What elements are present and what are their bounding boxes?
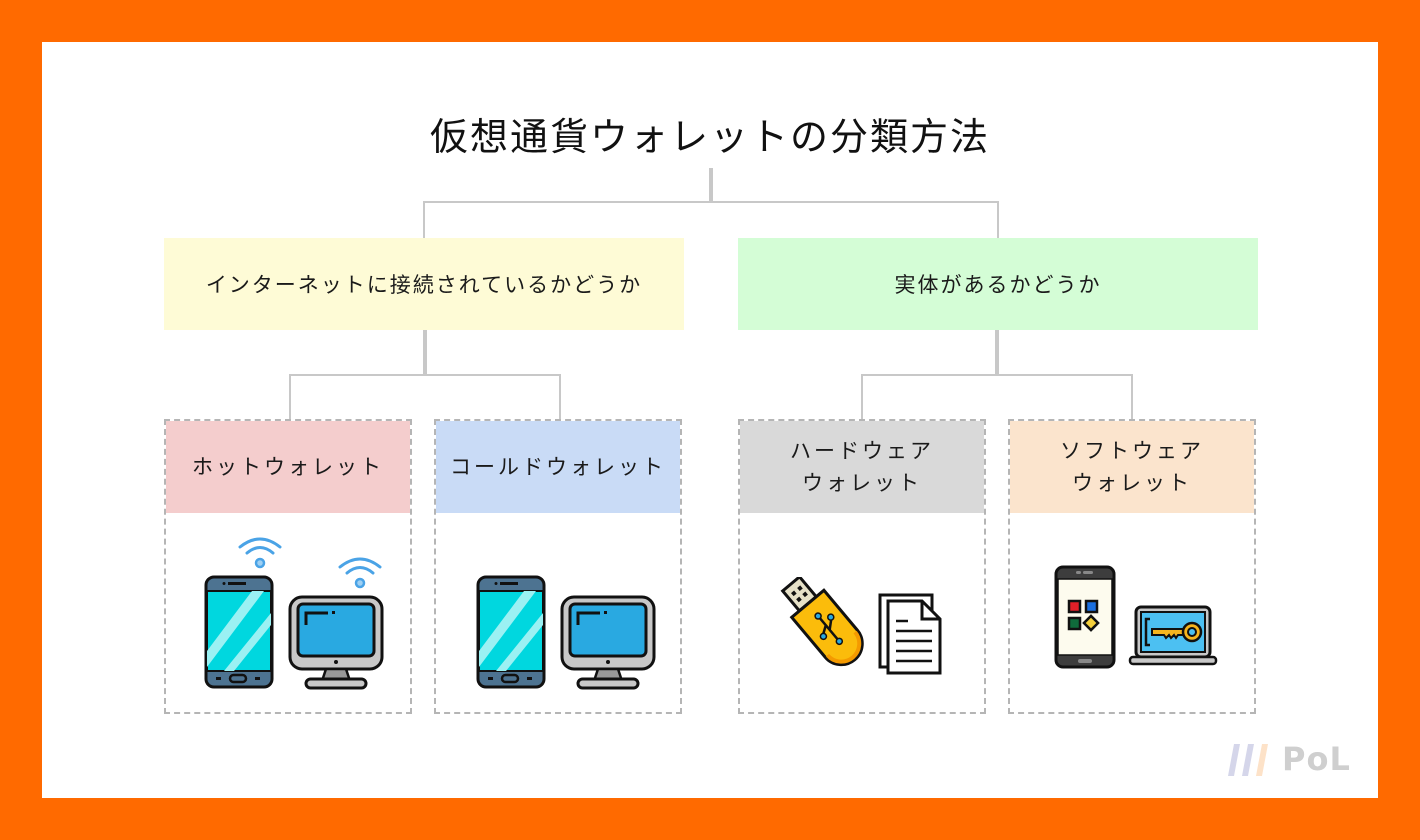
card-illustration xyxy=(1010,513,1254,712)
category-physical-form: 実体があるかどうか xyxy=(738,238,1258,330)
connector-right-drop-software xyxy=(1131,374,1133,420)
desktop-monitor-icon xyxy=(288,595,384,690)
logo-stripes-icon xyxy=(1228,744,1268,776)
category-label: インターネットに接続されているかどうか xyxy=(205,273,643,297)
connector-root-horizontal xyxy=(423,201,999,203)
card-header: ホットウォレット xyxy=(166,421,410,513)
paper-document-icon xyxy=(878,593,942,675)
card-header: コールドウォレット xyxy=(436,421,680,513)
smartphone-icon xyxy=(476,575,546,689)
card-hardware-wallet: ハードウェア ウォレット xyxy=(738,419,986,714)
usb-drive-icon xyxy=(780,577,864,667)
category-internet-connection: インターネットに接続されているかどうか xyxy=(164,238,684,330)
desktop-monitor-icon xyxy=(560,595,656,690)
card-illustration xyxy=(740,513,984,712)
connector-root-vertical xyxy=(709,168,713,202)
connector-left-drop-cold xyxy=(559,374,561,420)
logo-text: PoL xyxy=(1282,740,1351,778)
connector-root-right-drop xyxy=(997,201,999,238)
card-software-wallet: ソフトウェア ウォレット xyxy=(1008,419,1256,714)
card-header: ソフトウェア ウォレット xyxy=(1010,421,1254,513)
card-label: コールドウォレット xyxy=(450,455,666,479)
connector-right-drop-hardware xyxy=(861,374,863,420)
pol-logo: PoL xyxy=(1226,740,1358,780)
connector-right-horizontal xyxy=(861,374,1133,376)
card-label: ソフトウェア ウォレット xyxy=(1060,439,1204,495)
card-hot-wallet: ホットウォレット xyxy=(164,419,412,714)
wifi-icon xyxy=(238,537,282,569)
laptop-key-icon xyxy=(1128,605,1218,666)
connector-left-horizontal xyxy=(289,374,561,376)
category-label: 実体があるかどうか xyxy=(894,273,1102,297)
connector-root-left-drop xyxy=(423,201,425,238)
wifi-icon xyxy=(338,557,382,589)
connector-left-vertical xyxy=(423,330,427,375)
card-label: ハードウェア ウォレット xyxy=(790,439,934,495)
smartphone-apps-icon xyxy=(1054,565,1116,669)
card-label: ホットウォレット xyxy=(192,455,384,479)
connector-right-vertical xyxy=(995,330,999,375)
card-cold-wallet: コールドウォレット xyxy=(434,419,682,714)
connector-left-drop-hot xyxy=(289,374,291,420)
card-illustration xyxy=(166,513,410,712)
card-illustration xyxy=(436,513,680,712)
card-header: ハードウェア ウォレット xyxy=(740,421,984,513)
diagram-title: 仮想通貨ウォレットの分類方法 xyxy=(429,115,990,159)
smartphone-icon xyxy=(204,575,274,689)
